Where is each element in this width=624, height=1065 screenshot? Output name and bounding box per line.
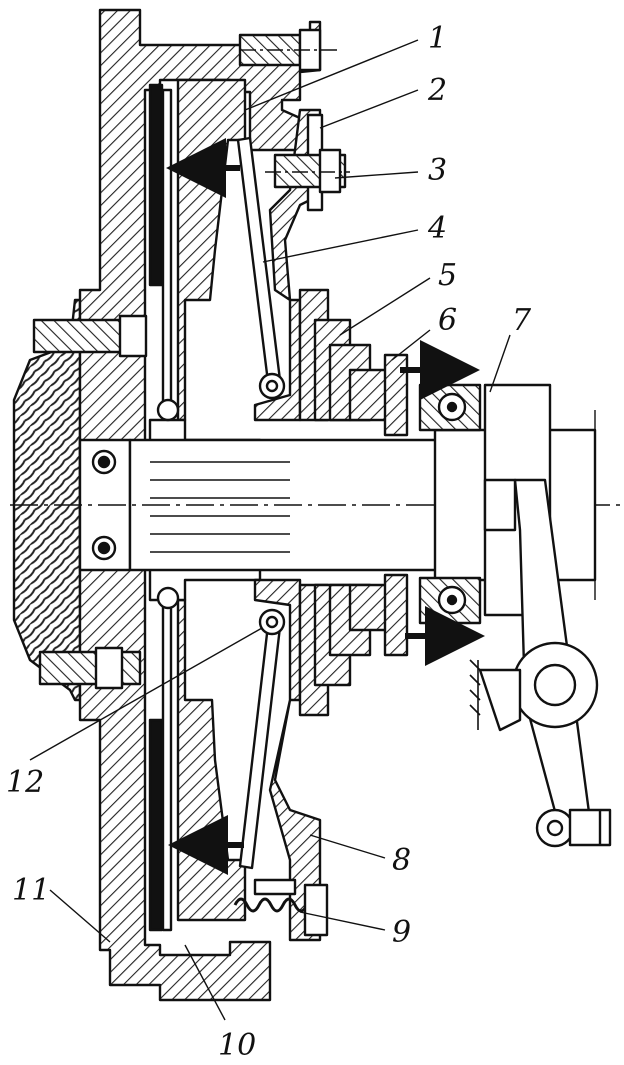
friction-lining-lower xyxy=(148,718,164,932)
callout-1: 1 xyxy=(428,21,447,56)
callout-12: 12 xyxy=(6,765,44,800)
callout-3: 3 xyxy=(428,153,447,188)
callout-8: 8 xyxy=(392,843,411,878)
flywheel-bolt-lower xyxy=(38,650,142,686)
callout-leaders xyxy=(29,39,511,1021)
fork-pivot-support xyxy=(478,668,522,732)
callout-5: 5 xyxy=(438,258,457,293)
pressure-plate-upper xyxy=(176,78,247,422)
friction-lining-upper xyxy=(148,83,164,287)
callout-6: 6 xyxy=(438,303,457,338)
callout-11: 11 xyxy=(12,873,50,908)
crankshaft-flange xyxy=(12,298,82,702)
release-lever-lower xyxy=(238,623,282,870)
callout-7: 7 xyxy=(512,303,532,338)
release-collar-upper xyxy=(383,353,409,437)
release-bearing-sleeve-lower xyxy=(298,583,392,717)
callout-4: 4 xyxy=(427,211,447,246)
pressure-plate-lower xyxy=(176,598,247,922)
spring-retainer xyxy=(253,878,297,896)
clutch-cover-lower xyxy=(253,578,322,942)
callout-10: 10 xyxy=(218,1028,256,1063)
release-bearing-sleeve-upper xyxy=(298,288,392,422)
shaft-splines xyxy=(150,461,290,553)
release-collar-lower xyxy=(383,573,409,657)
callout-9: 9 xyxy=(392,915,411,950)
callout-2: 2 xyxy=(427,73,447,108)
